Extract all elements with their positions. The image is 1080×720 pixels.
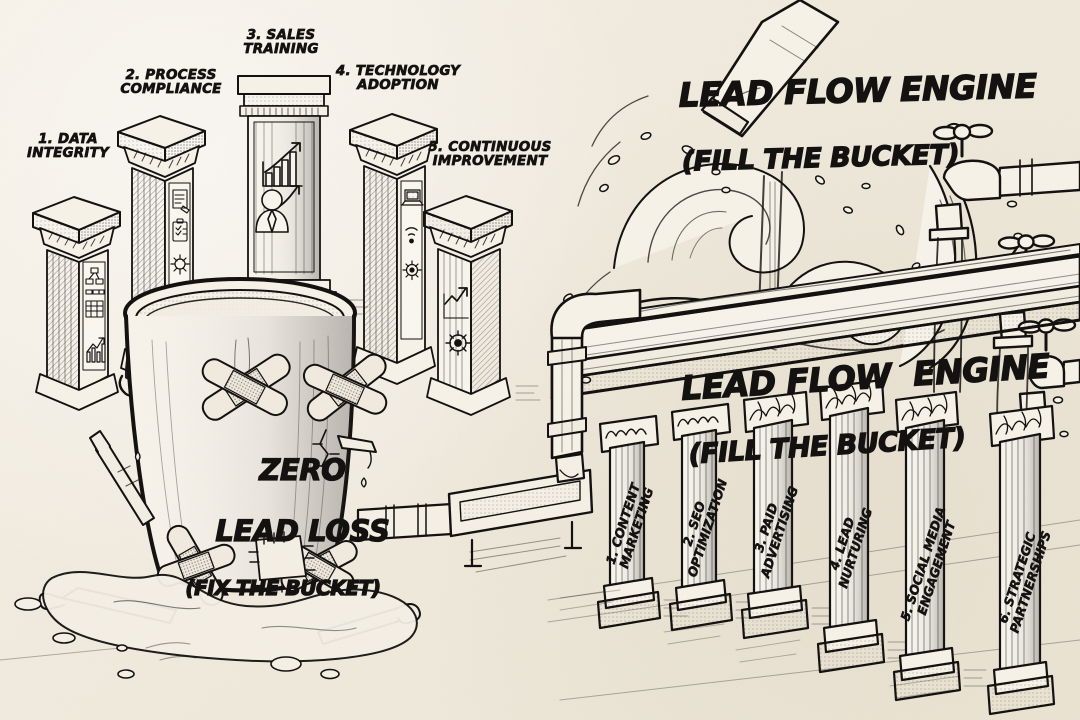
pillar-right-3 <box>740 390 837 640</box>
pillar-right-2 <box>668 402 761 632</box>
pillar-left-5 <box>423 195 541 416</box>
pillar-right-6 <box>986 404 1056 716</box>
pillar-right-1 <box>596 414 689 630</box>
feed-pipe-trough <box>356 452 594 573</box>
pillar-right-5 <box>892 390 989 702</box>
supply-hose <box>700 0 840 138</box>
